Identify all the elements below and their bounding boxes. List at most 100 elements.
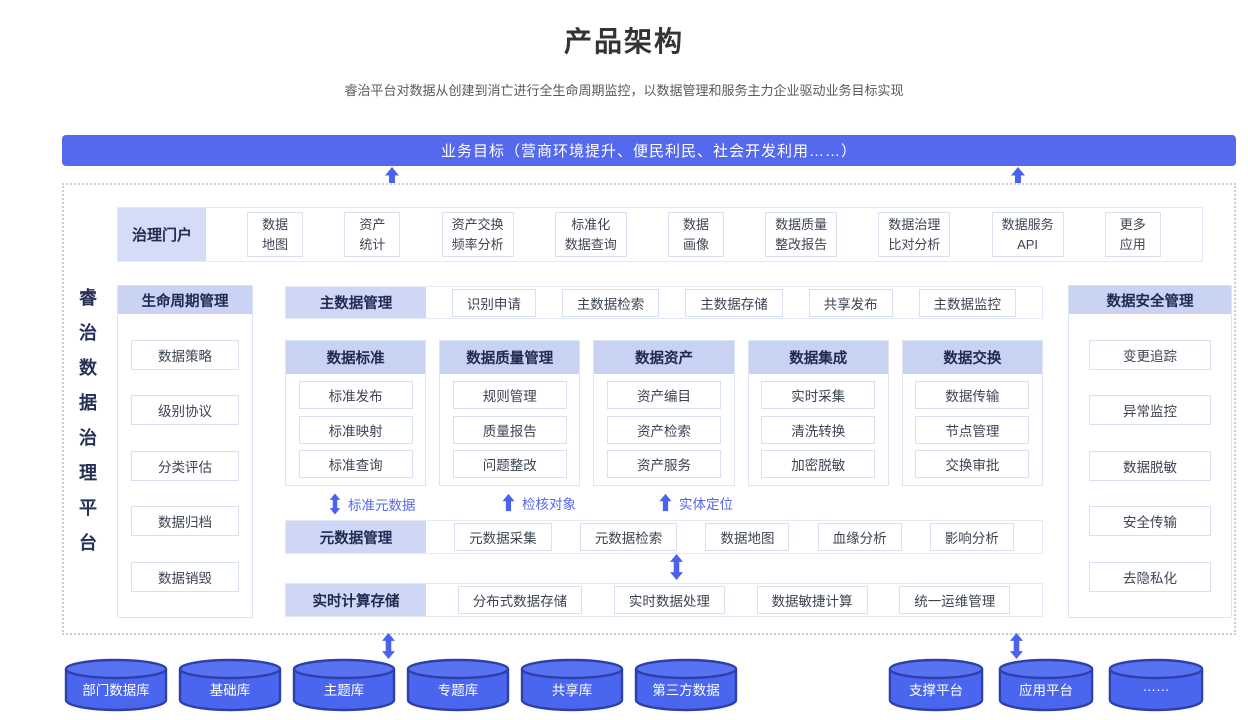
portal-item: 数据质量 整改报告	[765, 212, 838, 257]
column-data-standard: 数据标准 标准发布标准映射标准查询	[285, 340, 427, 486]
master-data-item: 主数据监控	[918, 288, 1017, 317]
column-data-asset: 数据资产 资产编目资产检索资产服务	[593, 340, 735, 486]
cylinder-shape-icon	[292, 658, 396, 712]
cylinder-shape-icon	[406, 658, 510, 712]
database-group-right: 支撑平台 应用平台 ……	[888, 658, 1204, 712]
database-cylinder: ……	[1108, 658, 1204, 712]
portal-label: 治理门户	[118, 208, 206, 261]
portal-item: 更多 应用	[1104, 212, 1161, 257]
page-subtitle: 睿治平台对数据从创建到消亡进行全生命周期监控，以数据管理和服务主力企业驱动业务目…	[344, 83, 904, 98]
security-item: 去隐私化	[1089, 561, 1211, 592]
matrix-item: 标准发布	[298, 380, 413, 409]
platform-vertical-label: 睿治数据治理平台	[77, 288, 97, 568]
database-label: 专题库	[437, 683, 479, 698]
matrix-item: 资产服务	[607, 450, 721, 479]
portal-item: 数据服务 API	[991, 212, 1064, 257]
cylinder-shape-icon	[888, 658, 984, 712]
matrix-item: 加密脱敏	[761, 450, 876, 479]
column-items: 实时采集清洗转换加密脱敏	[749, 374, 888, 485]
matrix-item: 规则管理	[452, 380, 567, 409]
matrix-item: 数据传输	[915, 380, 1030, 409]
matrix-item: 实时采集	[761, 380, 876, 409]
column-title: 数据交换	[902, 341, 1043, 374]
master-data-item: 主数据检索	[561, 288, 660, 317]
metadata-label: 元数据管理	[286, 521, 426, 553]
column-data-exchange: 数据交换 数据传输节点管理交换审批	[901, 340, 1044, 486]
column-data-integration: 数据集成 实时采集清洗转换加密脱敏	[747, 340, 889, 486]
matrix-item: 标准映射	[298, 415, 413, 444]
lifecycle-item: 数据策略	[131, 339, 239, 370]
column-data-quality: 数据质量管理 规则管理质量报告问题整改	[439, 340, 581, 486]
metadata-item: 元数据检索	[579, 523, 678, 551]
column-title: 数据质量管理	[440, 341, 580, 374]
matrix-item: 节点管理	[915, 415, 1030, 444]
database-label: 部门数据库	[82, 683, 150, 698]
realtime-item: 数据敏捷计算	[756, 586, 868, 614]
lifecycle-item: 数据销毁	[131, 561, 239, 592]
metadata-items: 元数据采集元数据检索数据地图血缘分析影响分析	[426, 521, 1042, 553]
database-cylinder: 专题库	[406, 658, 510, 712]
database-label: 基础库	[209, 683, 251, 698]
flow-label: 标准元数据	[348, 498, 416, 513]
security-item: 安全传输	[1089, 506, 1211, 536]
security-item: 异常监控	[1089, 395, 1211, 425]
matrix-item: 资产编目	[607, 380, 721, 409]
security-items: 变更追踪异常监控数据脱敏安全传输去隐私化	[1069, 314, 1231, 617]
lifecycle-panel: 生命周期管理 数据策略级别协议分类评估数据归档数据销毁	[117, 285, 253, 618]
portal-item: 资产交换 频率分析	[441, 212, 514, 257]
lifecycle-item: 分类评估	[131, 450, 239, 481]
database-label: 第三方数据	[652, 683, 720, 698]
column-items: 标准发布标准映射标准查询	[286, 374, 425, 485]
database-cylinder: 应用平台	[998, 658, 1094, 712]
flow-label: 实体定位	[679, 496, 733, 512]
lifecycle-panel-title: 生命周期管理	[118, 286, 252, 314]
flow-entity-locate: 实体定位	[659, 492, 733, 513]
portal-item: 资产 统计	[344, 212, 401, 257]
database-cylinder: 支撑平台	[888, 658, 984, 712]
database-label: 共享库	[551, 683, 593, 698]
master-data-item: 共享发布	[808, 288, 893, 317]
matrix-item: 标准查询	[298, 450, 413, 479]
lifecycle-item: 级别协议	[131, 395, 239, 425]
portal-item: 数据 画像	[667, 212, 724, 257]
master-data-row: 主数据管理 识别申请主数据检索主数据存储共享发布主数据监控	[285, 286, 1043, 319]
capability-matrix: 数据标准 标准发布标准映射标准查询 数据质量管理 规则管理质量报告问题整改 数据…	[285, 340, 1044, 486]
portal-row: 治理门户 数据 地图资产 统计资产交换 频率分析标准化 数据查询数据 画像数据质…	[117, 207, 1203, 262]
realtime-item: 实时数据处理	[613, 586, 725, 614]
column-items: 资产编目资产检索资产服务	[594, 374, 733, 485]
column-title: 数据资产	[594, 341, 734, 374]
security-panel: 数据安全管理 变更追踪异常监控数据脱敏安全传输去隐私化	[1068, 285, 1232, 618]
matrix-item: 交换审批	[915, 450, 1030, 479]
database-label: 应用平台	[1019, 683, 1073, 698]
realtime-item: 统一运维管理	[899, 586, 1011, 614]
realtime-item: 分布式数据存储	[457, 586, 583, 614]
cylinder-shape-icon	[998, 658, 1094, 712]
column-items: 规则管理质量报告问题整改	[440, 374, 579, 485]
master-data-item: 主数据存储	[685, 288, 783, 317]
realtime-row: 实时计算存储 分布式数据存储实时数据处理数据敏捷计算统一运维管理	[285, 583, 1043, 617]
flow-standard-metadata: 标准元数据	[329, 492, 416, 516]
metadata-item: 元数据采集	[454, 523, 552, 551]
double-arrow-icon	[382, 633, 395, 659]
matrix-item: 资产检索	[607, 415, 721, 444]
master-data-item: 识别申请	[451, 288, 536, 317]
database-cylinder: 基础库	[178, 658, 282, 712]
flow-label: 检核对象	[522, 496, 576, 512]
database-label: 支撑平台	[909, 683, 963, 698]
master-data-items: 识别申请主数据检索主数据存储共享发布主数据监控	[426, 287, 1042, 318]
database-label: ……	[1142, 679, 1170, 694]
lifecycle-items: 数据策略级别协议分类评估数据归档数据销毁	[118, 314, 252, 617]
master-data-label: 主数据管理	[286, 287, 426, 318]
metadata-item: 影响分析	[929, 523, 1014, 551]
matrix-item: 问题整改	[452, 450, 567, 479]
matrix-item: 清洗转换	[761, 415, 876, 444]
up-arrow-icon	[502, 493, 515, 512]
business-goal-banner: 业务目标（营商环境提升、便民利民、社会开发利用……）	[62, 135, 1236, 166]
double-arrow-icon	[1010, 633, 1023, 659]
column-items: 数据传输节点管理交换审批	[903, 374, 1042, 485]
database-cylinder: 部门数据库	[64, 658, 168, 712]
database-group-left: 部门数据库 基础库 主题库 专题库 共享库 第三方数据	[64, 658, 738, 712]
metadata-item: 数据地图	[705, 523, 790, 551]
double-arrow-icon	[329, 493, 341, 515]
